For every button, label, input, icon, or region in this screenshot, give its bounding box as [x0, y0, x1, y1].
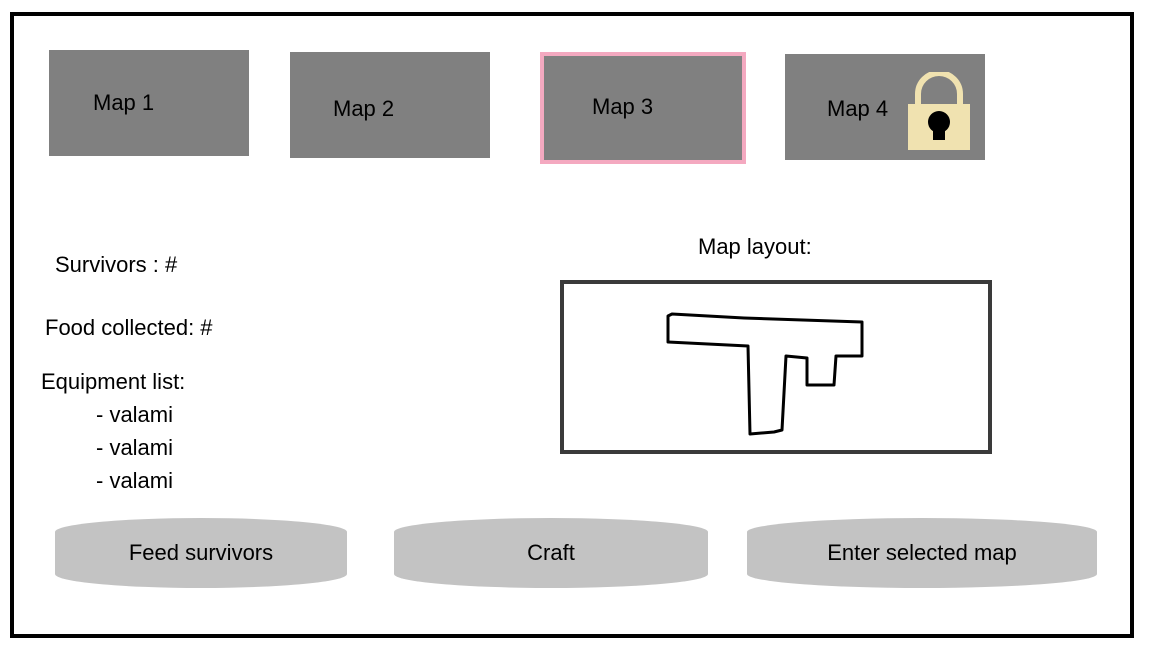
map-tile-label: Map 1 — [93, 90, 155, 115]
map-tile-2[interactable]: Map 2 — [290, 52, 490, 158]
map-layout-preview — [560, 280, 992, 454]
map-tile-4[interactable]: Map 4 — [785, 54, 985, 160]
equipment-item: - valami — [96, 468, 174, 493]
map-tile-label: Map 3 — [592, 94, 654, 119]
map-tile-label: Map 4 — [827, 96, 889, 121]
map-tile-label: Map 2 — [333, 96, 395, 121]
equipment-heading: Equipment list: — [41, 369, 186, 394]
map-layout-heading: Map layout: — [698, 234, 812, 259]
food-collected: Food collected: # — [45, 315, 213, 340]
survivors-count: Survivors : # — [55, 252, 178, 277]
game-screen: Map 1 Map 2 Map 3 Map 4 Survivors : # Fo… — [10, 12, 1134, 638]
feed-survivors-button[interactable]: Feed survivors — [55, 518, 347, 588]
map-tile-1[interactable]: Map 1 — [49, 50, 249, 156]
equipment-item: - valami — [96, 402, 174, 427]
map-layout-drawing — [666, 312, 864, 436]
enter-selected-map-button[interactable]: Enter selected map — [747, 518, 1097, 588]
craft-button[interactable]: Craft — [394, 518, 708, 588]
lock-icon — [908, 72, 970, 150]
equipment-item: - valami — [96, 435, 174, 460]
map-tile-3[interactable]: Map 3 — [540, 52, 746, 164]
